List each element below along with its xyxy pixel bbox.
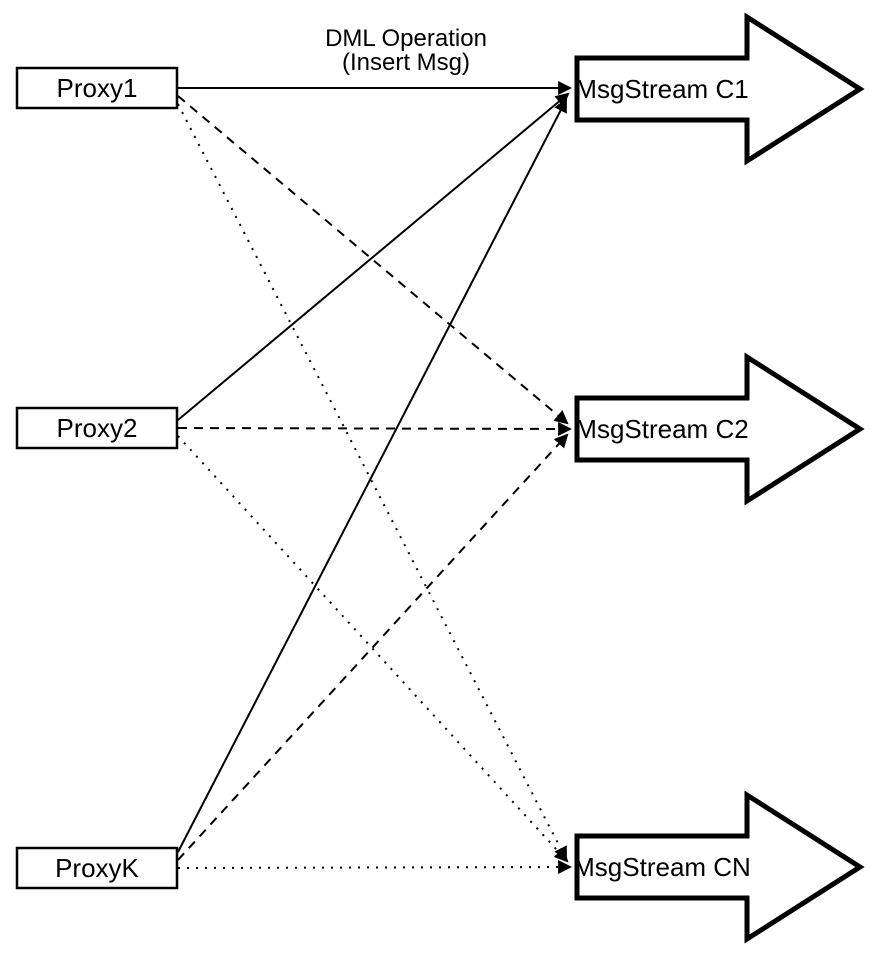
node-proxy2: Proxy2 (15, 406, 179, 450)
proxy2-label: Proxy2 (57, 413, 138, 443)
node-msgstream-c2: MsgStream C2 (574, 352, 865, 506)
diagram-title-line2: (Insert Msg) (342, 49, 470, 76)
node-msgstream-cn: MsgStream CN (573, 790, 865, 944)
proxy2-box (15, 406, 179, 450)
proxy1-box (15, 66, 179, 110)
edge-proxyk-to-c2 (177, 433, 569, 861)
diagram-title-line1: DML Operation (325, 25, 487, 52)
edge-proxy2-to-cn (177, 435, 569, 863)
edge-proxy1-to-c2 (177, 95, 569, 425)
msgstream-c1-label: MsgStream C1 (575, 74, 748, 104)
msgstream-c2-arrow-shape (574, 352, 865, 506)
edge-proxyk-to-c1 (177, 98, 567, 853)
msgstream-cn-label: MsgStream CN (573, 852, 751, 882)
msgstream-c1-arrow-shape (574, 12, 865, 166)
node-proxyk: ProxyK (15, 846, 179, 890)
edge-proxy2-to-c1 (177, 92, 570, 421)
edge-proxy1-to-cn (177, 103, 567, 861)
edge-proxy2-to-c2 (177, 421, 573, 436)
msgstream-cn-arrow-shape (574, 790, 865, 944)
proxyk-label: ProxyK (55, 853, 139, 883)
msgstream-c2-label: MsgStream C2 (575, 414, 748, 444)
proxy1-label: Proxy1 (57, 73, 138, 103)
node-proxy1: Proxy1 (15, 66, 179, 110)
node-msgstream-c1: MsgStream C1 (574, 12, 865, 166)
edge-proxyk-to-cn (177, 860, 573, 875)
proxyk-box (15, 846, 179, 890)
